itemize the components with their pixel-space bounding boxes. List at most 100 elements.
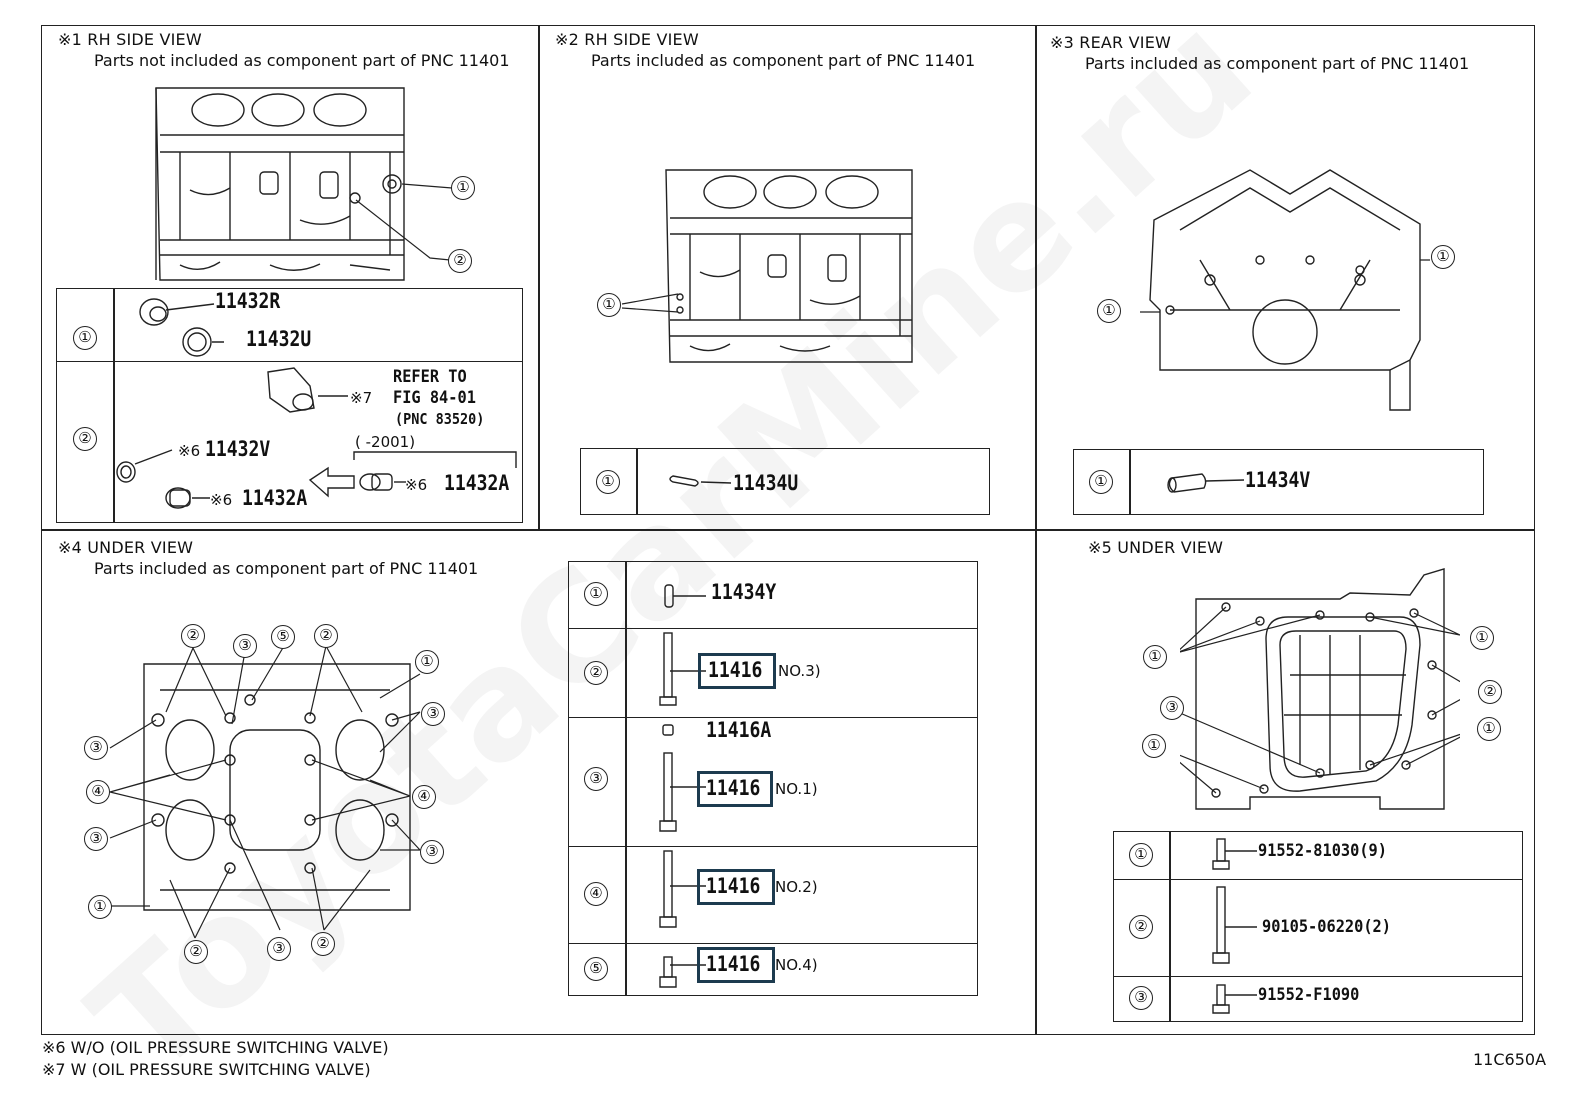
valve-assembly-icon: [116, 367, 517, 509]
callout-3: ③: [233, 634, 257, 658]
part-number: 11434Y: [711, 580, 777, 604]
callout-2: ②: [311, 932, 335, 956]
note-mark: ※7: [350, 389, 373, 407]
part-number: 11432U: [246, 327, 312, 351]
part-number: 11432A: [242, 486, 308, 510]
part-number: 90105-06220(2): [1262, 917, 1391, 937]
callout-1: ①: [1477, 717, 1501, 741]
panel-3-title: ※3 REAR VIEW: [1050, 33, 1172, 52]
panel-3-parts-table: [1073, 449, 1484, 515]
panel-4-title: ※4 UNDER VIEW: [58, 538, 194, 557]
callout-3: ③: [267, 937, 291, 961]
divider: [538, 25, 540, 530]
row-num: ①: [73, 326, 97, 350]
part-number: 91552-F1090: [1258, 985, 1360, 1005]
footnote: ※7 W (OIL PRESSURE SWITCHING VALVE): [42, 1060, 371, 1079]
row-num: ①: [584, 582, 608, 606]
footnote: ※6 W/O (OIL PRESSURE SWITCHING VALVE): [42, 1038, 389, 1057]
figure-code: 11C650A: [1473, 1050, 1547, 1069]
callout-1: ①: [1142, 734, 1166, 758]
row-num: ③: [1129, 986, 1153, 1010]
highlight-box: [697, 869, 775, 905]
part-number: 11416: [706, 874, 761, 898]
note-mark: ※6: [178, 442, 201, 460]
oil-pan-under-illustration: [1180, 568, 1460, 810]
bolt-number: NO.1): [775, 780, 818, 798]
row-num: ②: [1129, 915, 1153, 939]
row-num: ①: [1089, 470, 1113, 494]
callout-4: ④: [412, 785, 436, 809]
row-num: ⑤: [584, 957, 608, 981]
part-number: 91552-81030(9): [1258, 841, 1387, 861]
row-num: ②: [584, 661, 608, 685]
callout-1: ①: [1097, 299, 1121, 323]
row-num: ③: [584, 767, 608, 791]
bolt-number: NO.2): [775, 878, 818, 896]
row-num: ②: [73, 427, 97, 451]
row-num: ①: [596, 470, 620, 494]
callout-2: ②: [184, 940, 208, 964]
panel-1-title: ※1 RH SIDE VIEW: [58, 30, 202, 49]
callout-3: ③: [84, 736, 108, 760]
bolt-icons: [659, 584, 706, 988]
callout-2: ②: [1478, 680, 1502, 704]
part-number: 11416A: [706, 718, 772, 742]
callout-1: ①: [1143, 645, 1167, 669]
panel-1-parts-table: [56, 288, 523, 523]
plug-icon: [139, 298, 224, 357]
panel-5-parts-table: [1113, 831, 1523, 1022]
panel-3-subtitle: Parts included as component part of PNC …: [1085, 54, 1470, 73]
pin-icon: [1167, 473, 1245, 493]
callout-1: ①: [451, 176, 475, 200]
bolt-number: NO.3): [778, 662, 821, 680]
panel-2-parts-table: [580, 448, 990, 515]
callout-3: ③: [421, 702, 445, 726]
panel-5-title: ※5 UNDER VIEW: [1088, 538, 1224, 557]
part-number: 11416: [706, 776, 761, 800]
row-num: ④: [584, 882, 608, 906]
callout-3: ③: [1160, 696, 1184, 720]
panel-4-parts-table: [568, 561, 978, 996]
note-mark: ※6: [210, 491, 233, 509]
bolt-icons: [1212, 838, 1257, 1014]
callout-2: ②: [181, 624, 205, 648]
highlight-box: [698, 653, 776, 689]
refer-text: FIG 84-01: [393, 388, 476, 408]
engine-block-rh-illustration: [155, 87, 453, 281]
part-number: 11434U: [733, 471, 799, 495]
engine-block-rh-illustration: [621, 169, 913, 363]
refer-text: ( -2001): [355, 433, 416, 451]
callout-4: ④: [86, 780, 110, 804]
panel-2-title: ※2 RH SIDE VIEW: [555, 30, 699, 49]
callout-1: ①: [88, 895, 112, 919]
part-number: 11434V: [1245, 468, 1311, 492]
pin-icon: [669, 475, 732, 487]
panel-4-subtitle: Parts included as component part of PNC …: [94, 559, 479, 578]
callout-2: ②: [448, 249, 472, 273]
callout-2: ②: [314, 624, 338, 648]
callout-3: ③: [420, 840, 444, 864]
note-mark: ※6: [405, 476, 428, 494]
callout-5: ⑤: [271, 625, 295, 649]
part-number: 11432R: [215, 289, 281, 313]
refer-text: REFER TO: [393, 367, 467, 387]
callout-1: ①: [597, 293, 621, 317]
highlight-box: [697, 947, 775, 983]
engine-block-rear-illustration: [1140, 169, 1430, 411]
bolt-number: NO.4): [775, 956, 818, 974]
divider: [41, 529, 1535, 531]
callout-1: ①: [1431, 245, 1455, 269]
panel-1-subtitle: Parts not included as component part of …: [94, 51, 510, 70]
part-number: 11432V: [205, 437, 271, 461]
part-number: 11432A: [444, 471, 510, 495]
part-number: 11416: [706, 952, 761, 976]
panel-2-subtitle: Parts included as component part of PNC …: [591, 51, 976, 70]
engine-block-under-illustration: [109, 645, 421, 939]
callout-1: ①: [1470, 626, 1494, 650]
callout-3: ③: [84, 827, 108, 851]
callout-1: ①: [415, 650, 439, 674]
row-num: ①: [1129, 843, 1153, 867]
part-number: 11416: [708, 658, 763, 682]
refer-text: (PNC 83520): [395, 410, 485, 428]
highlight-box: [697, 771, 773, 807]
